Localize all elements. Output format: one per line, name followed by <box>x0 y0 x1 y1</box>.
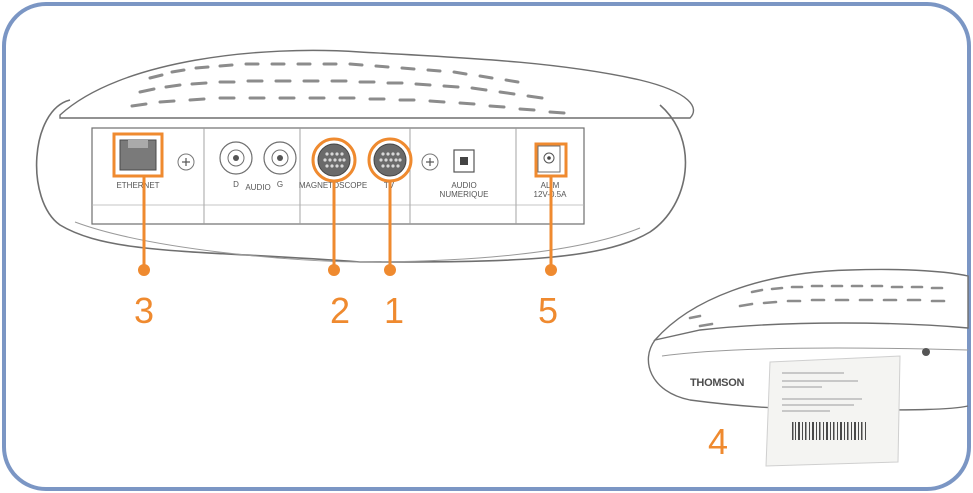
digital-audio-port <box>453 149 475 173</box>
screw-icon <box>177 153 195 171</box>
audio-right-label: D <box>233 180 239 189</box>
callout-tv-dot <box>384 264 396 276</box>
callout-markers <box>112 132 568 268</box>
callout-number-tv: 1 <box>384 290 404 331</box>
side-device-top <box>653 268 969 342</box>
callout-ethernet-dot <box>138 264 150 276</box>
device-rear-view: ETHERNET D AUDIO G <box>35 49 695 263</box>
callout-number-ethernet: 3 <box>134 290 154 331</box>
ethernet-label: ETHERNET <box>116 181 159 190</box>
digital-audio-label-line1: AUDIO <box>451 181 476 190</box>
audio-left-label: G <box>277 180 283 189</box>
callout-vcr-dot <box>328 264 340 276</box>
indicator-icon <box>922 348 930 356</box>
device-bottom-line <box>74 221 641 263</box>
audio-left-jack <box>263 141 297 175</box>
audio-right-jack <box>219 141 253 175</box>
callout-power-dot <box>545 264 557 276</box>
power-jack <box>537 145 561 173</box>
ethernet-port <box>119 139 157 171</box>
callout-number-vcr: 2 <box>330 290 350 331</box>
side-vent-grill <box>688 284 946 328</box>
callout-number-label: 4 <box>708 421 728 462</box>
screw-icon <box>421 153 439 171</box>
product-label-sticker <box>765 355 901 467</box>
vent-grill <box>130 62 566 115</box>
audio-label: AUDIO <box>245 183 270 192</box>
callout-dots <box>138 264 557 276</box>
brand-logo: THOMSON <box>690 377 744 389</box>
tv-scart-port <box>373 143 407 177</box>
digital-audio-label-line2: NUMERIQUE <box>440 190 489 199</box>
callout-number-power: 5 <box>538 290 558 331</box>
side-device-mid <box>661 347 969 357</box>
device-top-shell <box>59 49 695 119</box>
device-side-view: THOMSON <box>647 268 969 467</box>
callout-ethernet-box <box>112 132 164 178</box>
vcr-scart-port <box>317 143 351 177</box>
